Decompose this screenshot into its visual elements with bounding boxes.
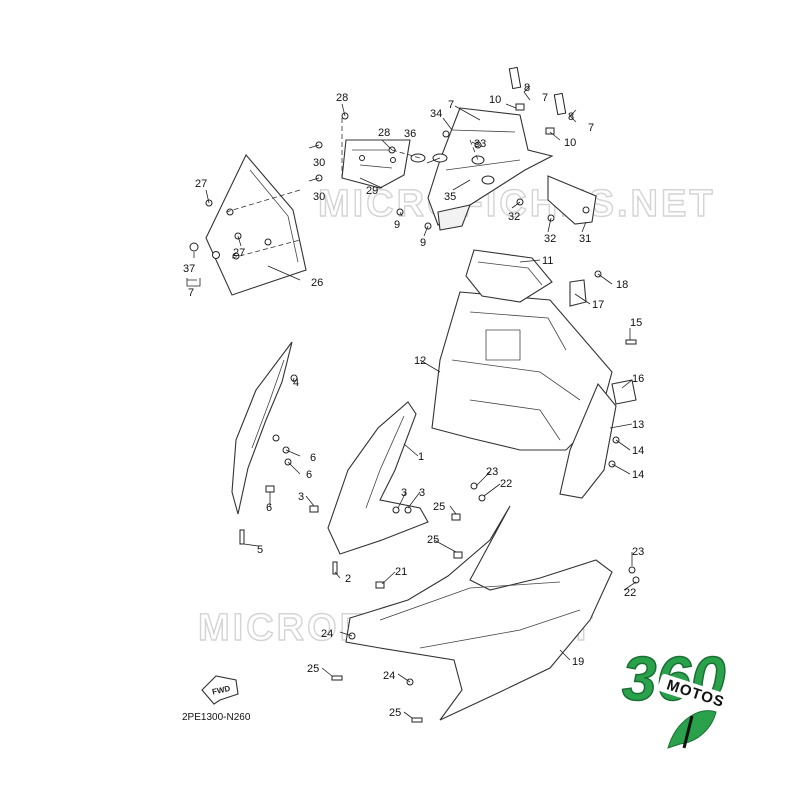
callout-11: 11 — [542, 255, 553, 267]
callout-7b: 7 — [448, 99, 454, 111]
callout-34: 34 — [430, 108, 442, 120]
callout-22a: 23 — [486, 466, 498, 478]
callout-7c: 7 — [542, 92, 548, 104]
callout-23b: 24 — [383, 670, 395, 682]
callout-19: 19 — [572, 656, 584, 668]
callout-10b: 10 — [564, 137, 576, 149]
callout-23a: 24 — [321, 628, 333, 640]
callout-16: 16 — [632, 373, 644, 385]
callout-7a: 7 — [188, 287, 194, 299]
air-duct-part — [465, 249, 553, 303]
windshield-stay-part — [341, 139, 411, 189]
callout-20: 21 — [395, 566, 407, 578]
callout-31: 31 — [579, 233, 591, 245]
callout-22b: 23 — [632, 546, 644, 558]
logo-stroke-icon — [682, 715, 694, 749]
callout-6c: 6 — [266, 502, 272, 514]
callout-35: 35 — [444, 191, 456, 203]
fwd-arrow-icon: FWD — [201, 675, 239, 705]
callout-9b: 9 — [420, 237, 426, 249]
callout-2: 2 — [345, 573, 351, 585]
side-cowling-part — [309, 401, 429, 575]
callout-21b: 22 — [624, 587, 636, 599]
callout-24a: 25 — [307, 663, 319, 675]
brand-logo: 360 MOTOS — [621, 644, 744, 749]
windshield-part — [205, 154, 307, 296]
callout-25b: 25 — [427, 534, 439, 546]
callout-labels: 28 28 30 30 27 27 37 7 26 29 36 34 7 33 … — [183, 82, 644, 719]
callout-37: 37 — [183, 263, 195, 275]
logo-swoosh-icon — [667, 710, 717, 749]
callout-18: 18 — [616, 279, 628, 291]
callout-24b: 25 — [389, 707, 401, 719]
callout-15: 15 — [630, 317, 642, 329]
fwd-label: FWD — [211, 684, 231, 697]
callout-5: 5 — [257, 544, 263, 556]
top-fasteners — [189, 66, 567, 252]
callout-14b: 14 — [632, 469, 644, 481]
callout-32b: 32 — [544, 233, 556, 245]
leader-lines — [187, 85, 637, 719]
callout-25a: 25 — [433, 501, 445, 513]
right-inner-panel-part — [559, 279, 617, 499]
callout-33: 33 — [474, 138, 486, 150]
callout-30a: 30 — [313, 157, 325, 169]
watermark-top: MICROFICHES.NET — [318, 183, 716, 225]
callout-28b: 28 — [378, 127, 390, 139]
callout-12: 12 — [414, 355, 426, 367]
callout-10a: 10 — [489, 94, 501, 106]
callout-6a: 6 — [310, 452, 316, 464]
callout-3a: 3 — [298, 491, 304, 503]
callout-28a: 28 — [336, 92, 348, 104]
callout-14a: 14 — [632, 445, 644, 457]
side-cover-part — [231, 341, 298, 545]
trim-strip-part — [611, 379, 637, 405]
upper-fairing-part — [410, 107, 554, 231]
callout-27a: 27 — [195, 178, 207, 190]
callout-8a: 8 — [524, 82, 530, 94]
callout-30b: 30 — [313, 191, 325, 203]
callout-bracket-37-7 — [186, 278, 201, 287]
callout-27b: 27 — [233, 247, 245, 259]
diagram-code: 2PE1300-N260 — [182, 712, 251, 723]
callout-1: 1 — [418, 451, 424, 463]
callout-3c: 3 — [419, 487, 425, 499]
callout-17: 17 — [592, 299, 604, 311]
callout-3b: 3 — [401, 487, 407, 499]
callout-36: 36 — [404, 128, 416, 140]
callout-21a: 22 — [500, 478, 512, 490]
callout-13: 13 — [632, 419, 644, 431]
callout-32a: 32 — [508, 211, 520, 223]
lower-cover-part — [331, 482, 640, 723]
inner-panel-part — [431, 291, 613, 451]
callout-7d: 7 — [588, 122, 594, 134]
callout-6b: 6 — [306, 469, 312, 481]
callout-26: 26 — [311, 277, 323, 289]
callout-29: 29 — [366, 185, 378, 197]
callout-9a: 9 — [394, 219, 400, 231]
callout-8b: 8 — [568, 111, 574, 123]
mirror-bracket-part — [547, 175, 597, 225]
callout-4: 4 — [293, 377, 299, 389]
